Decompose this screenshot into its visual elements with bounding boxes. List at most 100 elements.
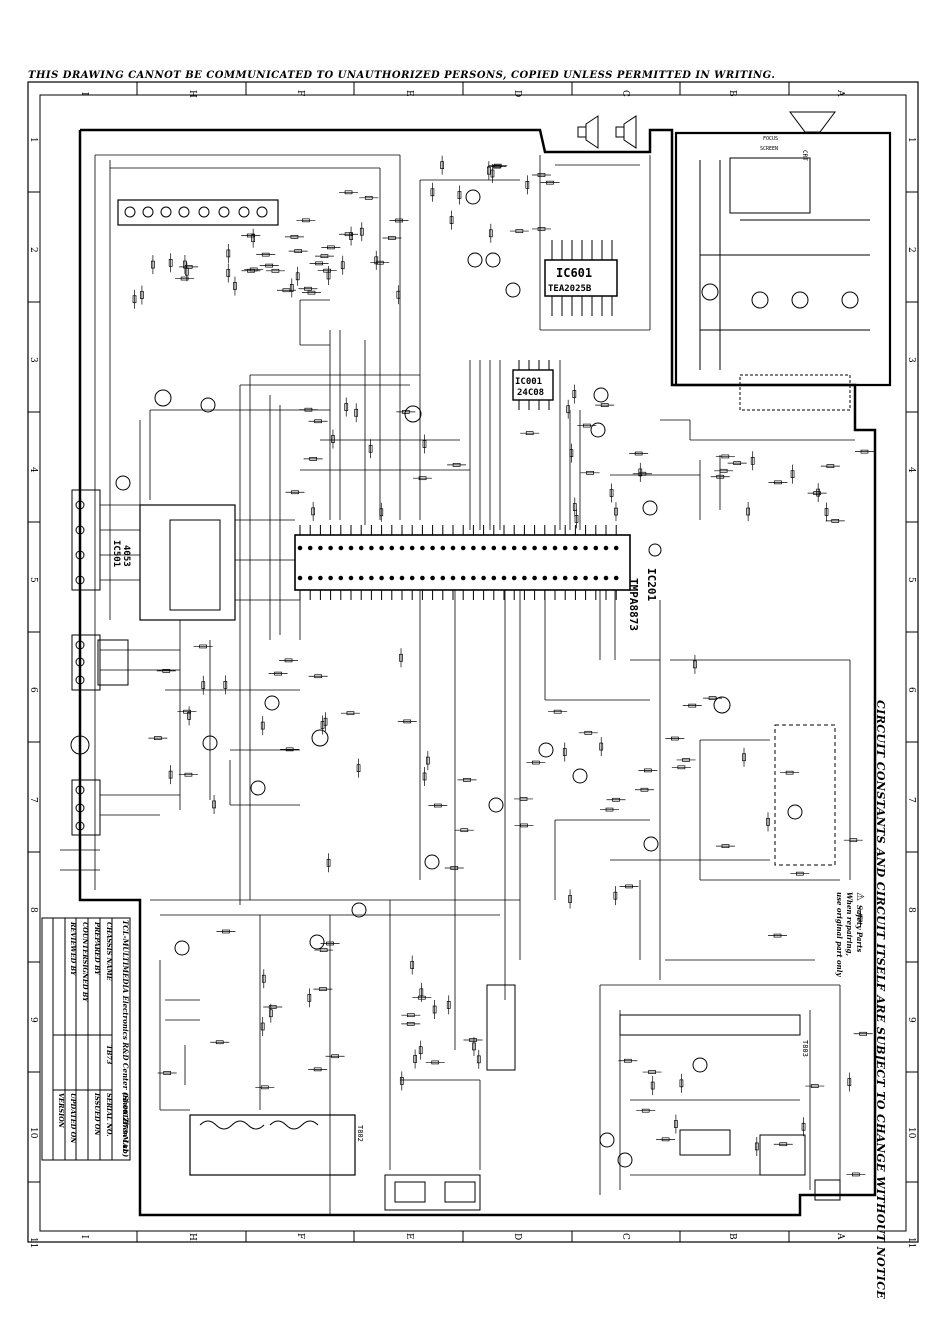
ic201-pin-dot bbox=[481, 545, 486, 551]
power-module bbox=[384, 1174, 481, 1211]
ic201-pin-dot bbox=[369, 575, 374, 581]
ic201-pin-dot bbox=[399, 575, 405, 581]
grid-ticks bbox=[28, 82, 918, 1242]
connector-strip-h bbox=[97, 639, 129, 686]
ic201-pin-dot bbox=[297, 545, 303, 551]
ic201-pin-dot bbox=[552, 545, 558, 551]
grid-col-top-3: F bbox=[295, 90, 305, 96]
grid-row-label: 8 bbox=[906, 907, 916, 913]
ic601-body bbox=[544, 259, 618, 297]
ic201-pin-dot bbox=[338, 545, 344, 551]
ic201-pin-dot bbox=[420, 545, 425, 551]
ic201-pin-dot bbox=[613, 575, 619, 581]
ic501-part: 4053 bbox=[121, 545, 131, 567]
ic201-pin-dot bbox=[328, 575, 333, 581]
grid-col-top-5: D bbox=[512, 90, 522, 97]
safety-line-1: Safety Parts bbox=[855, 905, 864, 952]
ic201-pin-dot bbox=[532, 575, 537, 581]
title-company: TCL-MULTIMEDIA Electronics R&D Center (S… bbox=[121, 920, 130, 1157]
ic201-pin-dot bbox=[369, 545, 374, 551]
main-ground-bus bbox=[78, 128, 877, 1217]
ic201-pin-dot bbox=[471, 545, 476, 551]
ic201-pin-dot bbox=[573, 575, 578, 581]
title-chassis-label: CHASSIS NAME bbox=[105, 922, 113, 982]
ic001-pins bbox=[518, 360, 550, 410]
grid-row-label: 2 bbox=[906, 247, 916, 253]
transistors bbox=[115, 189, 803, 1168]
speaker-right-icon bbox=[615, 115, 637, 149]
speaker-left-icon bbox=[577, 115, 599, 149]
ic201-label: IC201 bbox=[645, 568, 658, 601]
focus-label: FOCUS bbox=[763, 136, 778, 142]
smps-transformer bbox=[619, 1014, 801, 1036]
ic601-pins bbox=[551, 240, 613, 316]
grid-col-top-1: I bbox=[79, 92, 89, 96]
grid-row-label: 3 bbox=[28, 357, 38, 363]
t802-label: T802 bbox=[356, 1125, 364, 1142]
ic201-pin-dot bbox=[440, 575, 446, 581]
outer-border bbox=[27, 81, 919, 1243]
grid-row-label: 5 bbox=[28, 577, 38, 583]
grid-row-label: 11 bbox=[906, 1237, 916, 1248]
ic001-label: IC001 bbox=[515, 377, 542, 387]
ic201-pin-dot bbox=[501, 545, 507, 551]
grid-col-bottom-4: E bbox=[404, 1233, 414, 1240]
ic201-pin-dot bbox=[573, 545, 578, 551]
ic201-pin-dot bbox=[613, 545, 619, 551]
grid-col-bottom-6: C bbox=[620, 1233, 630, 1240]
side-notice: CIRCUIT CONSTANTS AND CIRCUIT ITSELF ARE… bbox=[874, 700, 887, 1299]
crt-neck bbox=[789, 111, 836, 133]
ic201-pin-dot bbox=[603, 575, 609, 581]
header-notice: THIS DRAWING CANNOT BE COMMUNICATED TO U… bbox=[28, 70, 776, 81]
mains-connector bbox=[814, 1179, 841, 1201]
safety-line-3: use original part only bbox=[835, 892, 844, 977]
ic201-pin-dot bbox=[358, 545, 364, 551]
grid-row-label: 5 bbox=[906, 577, 916, 583]
grid-row-label: 1 bbox=[906, 137, 916, 143]
ic201-pin-dot bbox=[583, 575, 588, 581]
ic201-pin-dot bbox=[420, 575, 425, 581]
ic201-pin-dot bbox=[511, 575, 517, 581]
grid-row-label: 10 bbox=[28, 1127, 38, 1139]
bridge-rectifier bbox=[759, 1134, 806, 1176]
grid-row-label: 9 bbox=[906, 1017, 916, 1023]
grid-col-bottom-2: H bbox=[187, 1233, 197, 1241]
ic201-body bbox=[294, 534, 631, 591]
ic201-pin-dot bbox=[593, 575, 599, 581]
ic201-pin-dot bbox=[522, 575, 527, 581]
grid-row-label: 4 bbox=[28, 467, 38, 473]
crt-board-frame bbox=[674, 131, 892, 387]
ic201-pin-dot bbox=[481, 575, 486, 581]
ic201-pin-dot bbox=[328, 545, 333, 551]
ic201-pin-dot bbox=[511, 545, 517, 551]
inner-border bbox=[39, 94, 907, 1232]
ic601-label: IC601 bbox=[556, 266, 592, 280]
grid-row-label: 8 bbox=[28, 907, 38, 913]
ic201-pin-dot bbox=[532, 545, 537, 551]
grid-col-top-2: H bbox=[187, 90, 197, 98]
grid-col-bottom-7: B bbox=[727, 1233, 737, 1240]
tuner-module bbox=[117, 199, 279, 226]
ic201-pin-dot bbox=[348, 575, 354, 581]
ic201-pins bbox=[297, 525, 619, 600]
ic201-pin-dot bbox=[379, 545, 384, 551]
safety-line-2: When repairing, bbox=[845, 892, 854, 956]
grid-row-label: 11 bbox=[28, 1237, 38, 1248]
screen-label: SCREEN bbox=[760, 146, 778, 152]
title-updated-label: UPDATED ON bbox=[69, 1093, 77, 1144]
ic201-pin-dot bbox=[318, 575, 323, 581]
title-serial-label: SERIAL NO. bbox=[105, 1093, 113, 1136]
grid-row-label: 1 bbox=[28, 137, 38, 143]
ic201-pin-dot bbox=[542, 575, 548, 581]
ic201-pin-dot bbox=[399, 545, 405, 551]
connector-av-low bbox=[71, 779, 101, 836]
crt-label: CRT bbox=[801, 150, 808, 161]
flyback-transformer bbox=[189, 1114, 356, 1176]
ic201-pin-dot bbox=[348, 545, 354, 551]
grid-row-label: 6 bbox=[28, 687, 38, 693]
ic201-pin-dot bbox=[552, 575, 558, 581]
ic201-pin-dot bbox=[471, 575, 476, 581]
ic201-pin-dot bbox=[409, 575, 415, 581]
ic201-pin-dot bbox=[460, 545, 466, 551]
